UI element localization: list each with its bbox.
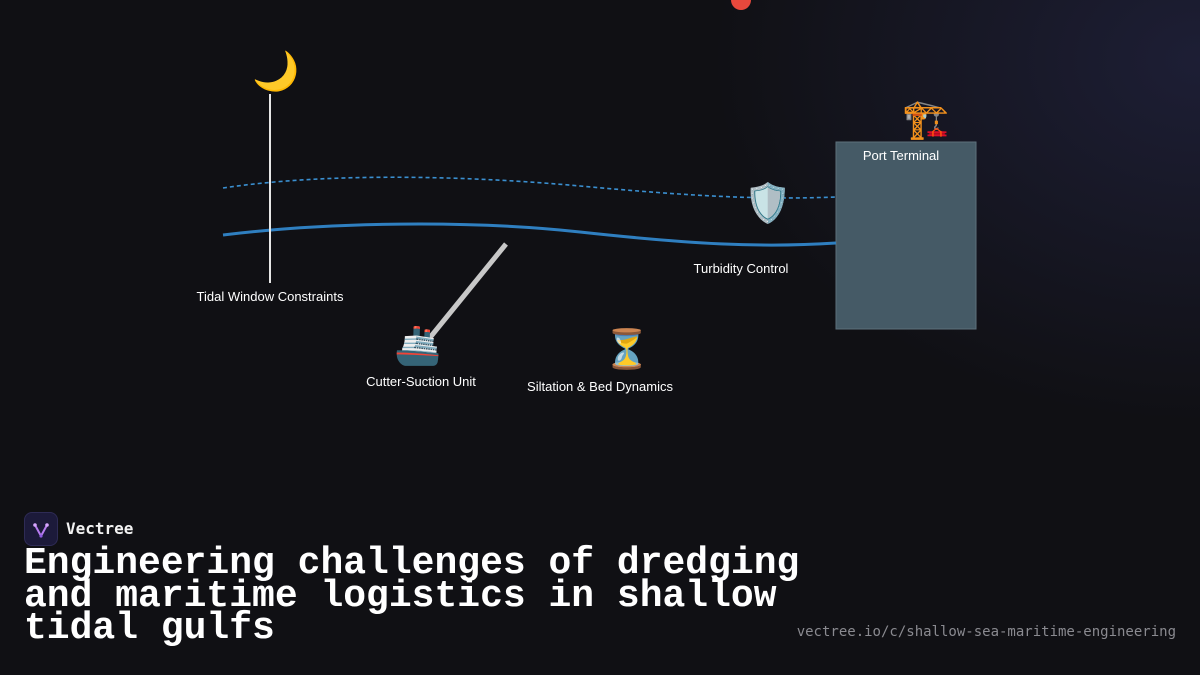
- source-url[interactable]: vectree.io/c/shallow-sea-maritime-engine…: [796, 624, 1176, 640]
- node-label-tidal: Tidal Window Constraints: [196, 289, 344, 304]
- dashed-water-line: [222, 176, 837, 199]
- hourglass-icon: ⏳: [603, 327, 651, 371]
- port-terminal-block: [835, 141, 977, 330]
- node-label-siltation: Siltation & Bed Dynamics: [527, 379, 673, 394]
- crane-icon: 🏗️: [902, 97, 950, 141]
- top-marker: [731, 0, 751, 10]
- shield-icon: 🛡️: [744, 181, 792, 225]
- node-label-turbidity: Turbidity Control: [693, 261, 789, 276]
- brand-name: Vectree: [66, 519, 134, 538]
- page-title: Engineering challenges of dredging and m…: [24, 542, 800, 650]
- vectree-logo-icon: [24, 512, 58, 546]
- node-label-port: Port Terminal: [862, 148, 940, 163]
- cutter-ladder-line: [426, 242, 508, 342]
- crescent-moon-icon: 🌙: [252, 49, 300, 93]
- solid-water-line: [222, 222, 837, 247]
- node-label-cutter: Cutter-Suction Unit: [366, 374, 476, 389]
- ship-icon: 🚢: [394, 323, 442, 367]
